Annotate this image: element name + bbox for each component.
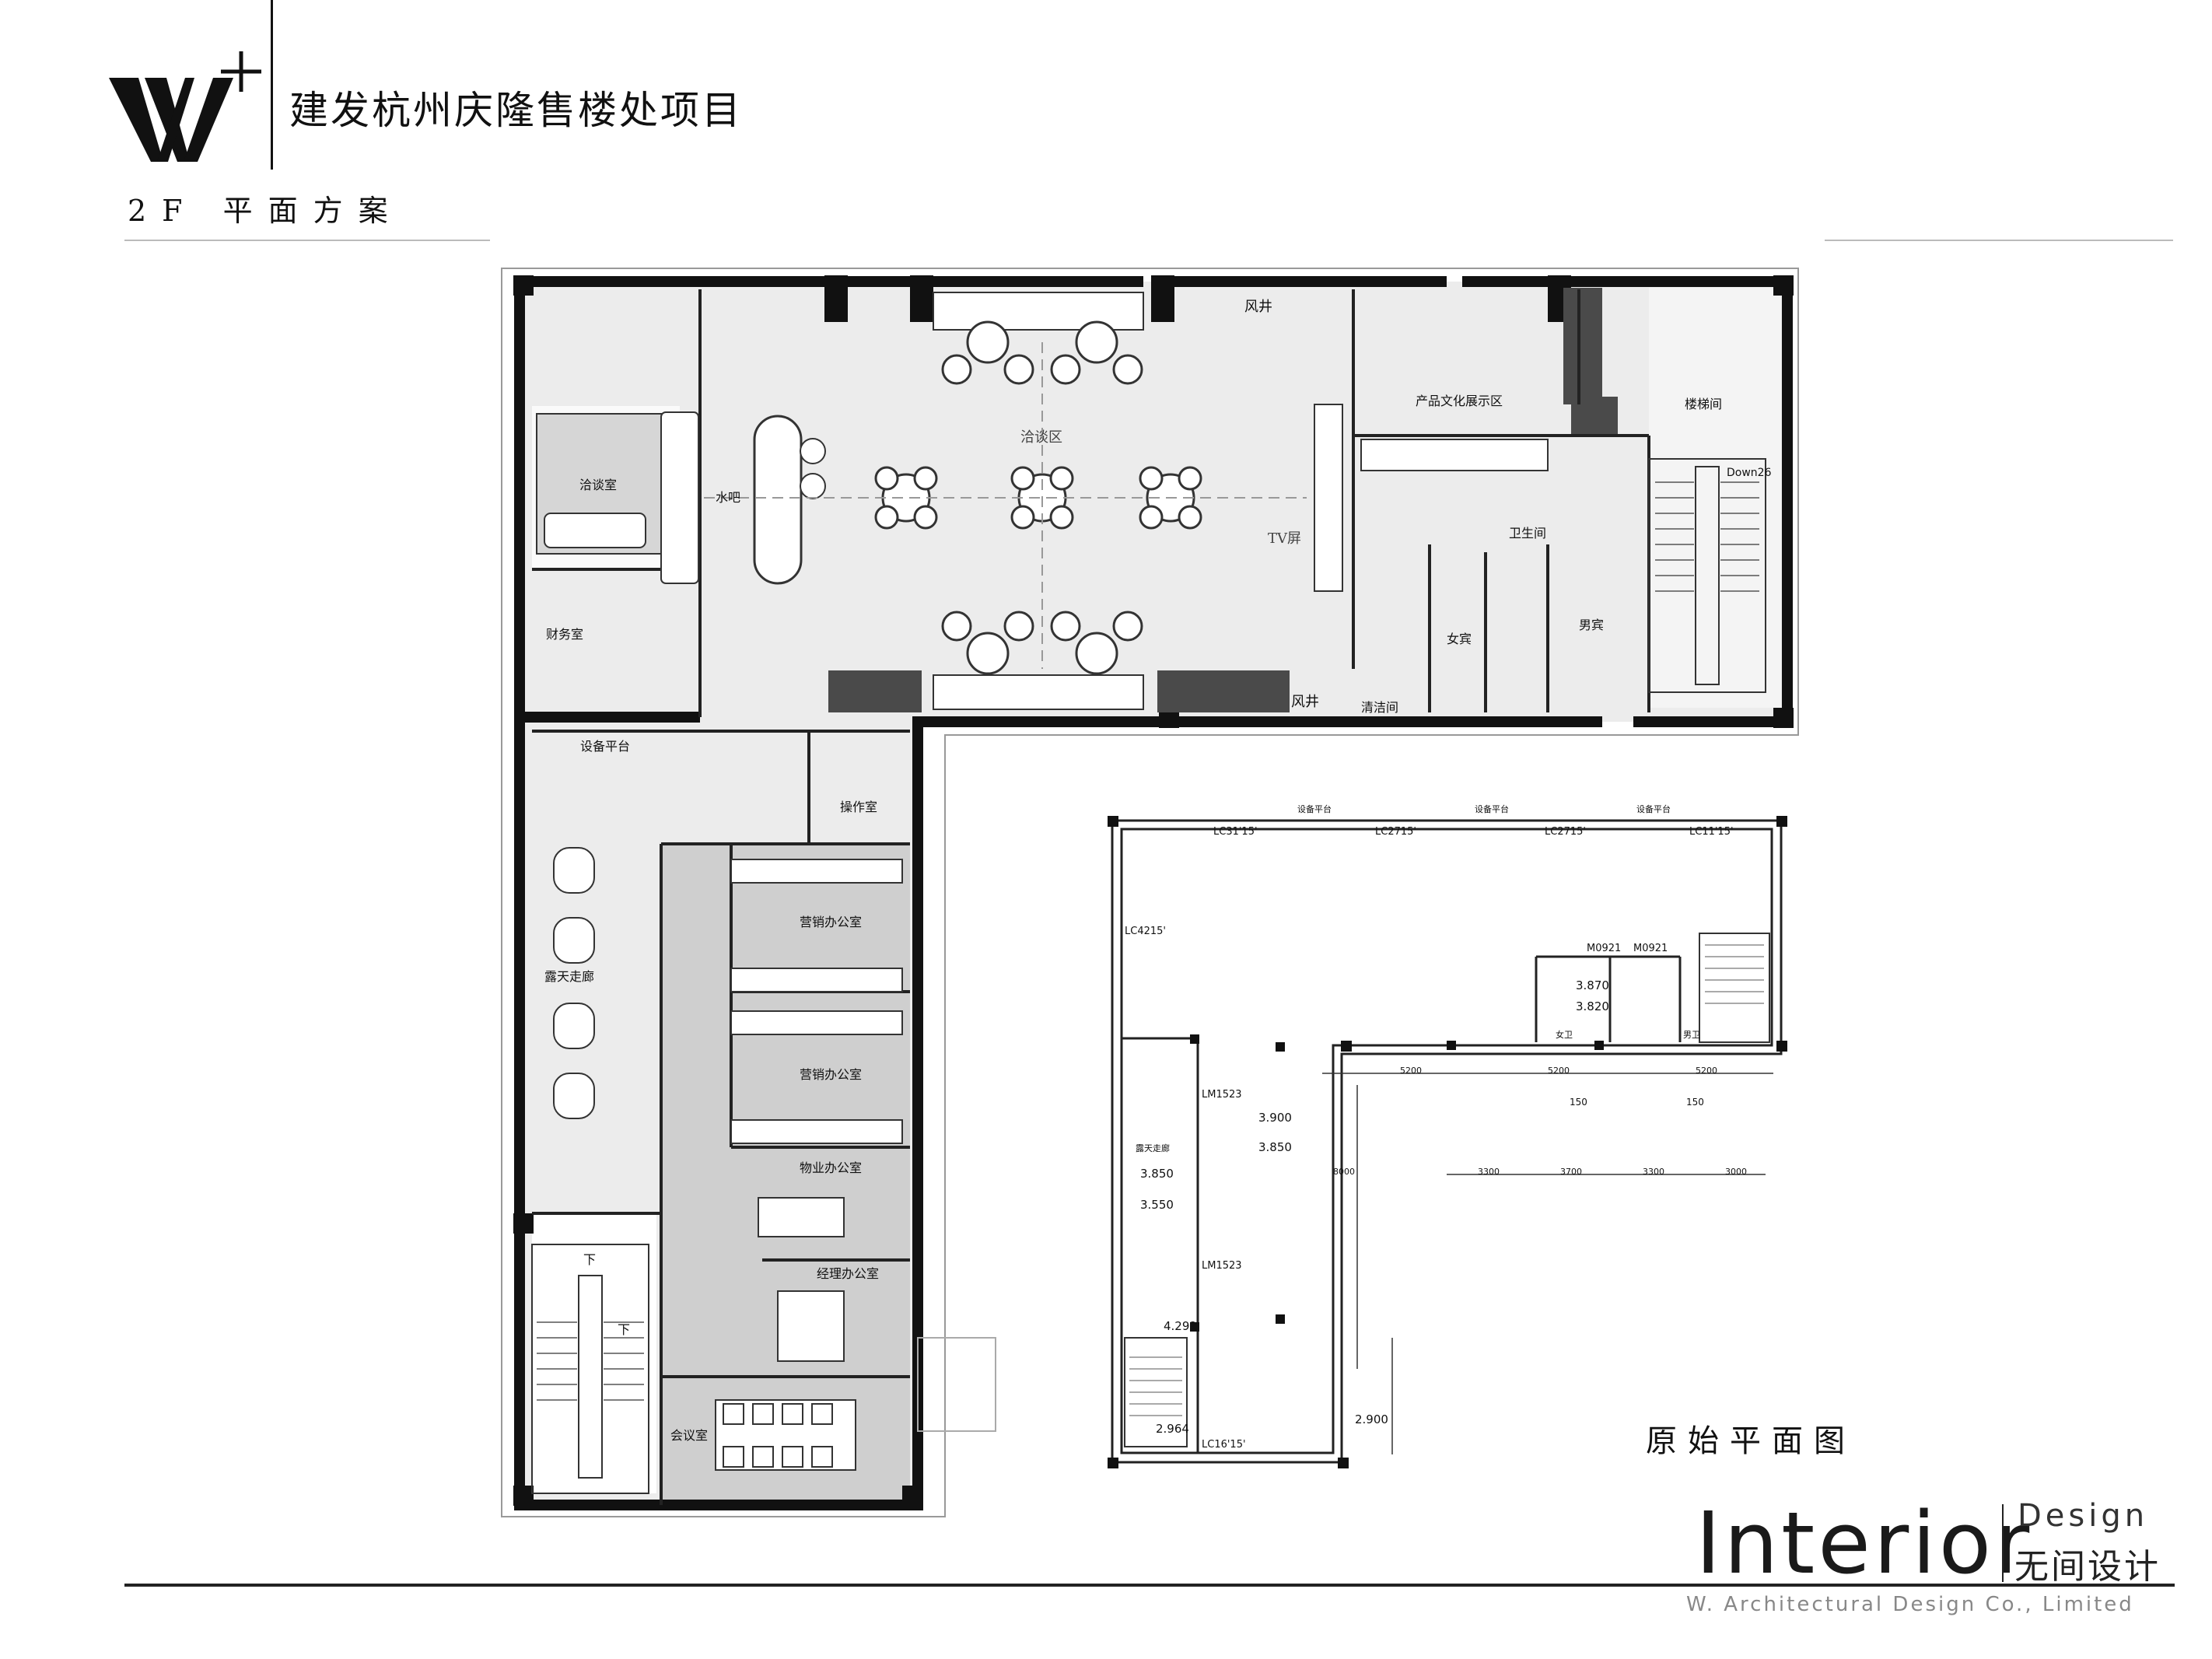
orig-el-3820: 3.820 — [1576, 999, 1609, 1013]
orig-label-lc1615: LC16'15' — [1202, 1439, 1246, 1451]
label-tv-screen: TV屏 — [1268, 530, 1302, 547]
label-equipment-platform: 设备平台 — [580, 739, 631, 754]
label-down-2: 下 — [618, 1322, 631, 1337]
orig-women: 女卫 — [1556, 1030, 1573, 1040]
header-divider — [271, 0, 273, 170]
label-down-1: 下 — [583, 1252, 597, 1267]
orig-label-lc4215: LC4215' — [1125, 926, 1166, 937]
label-manager-office: 经理办公室 — [817, 1266, 880, 1281]
orig-dim-3300b: 3300 — [1643, 1167, 1664, 1177]
orig-open-corridor: 露天走廊 — [1136, 1143, 1170, 1153]
brand-design: Design — [2018, 1498, 2149, 1534]
orig-label-lc1115: LC11'15' — [1689, 826, 1734, 838]
orig-label-lm1523-a: LM1523 — [1202, 1089, 1242, 1101]
company-name: W. Architectural Design Co., Limited — [1686, 1593, 2134, 1616]
sheet-title: 2F 平面方案 — [128, 194, 404, 228]
orig-el-3900: 3.900 — [1258, 1111, 1292, 1125]
orig-el-3850: 3.850 — [1258, 1140, 1292, 1154]
label-stair-down: Down26 — [1727, 467, 1772, 479]
orig-equip-1: 设备平台 — [1297, 804, 1332, 814]
orig-men: 男卫 — [1683, 1030, 1700, 1040]
brand-interior: Interior — [1696, 1493, 2033, 1593]
orig-label-m0921-b: M0921 — [1633, 943, 1668, 954]
footer-rule — [124, 1584, 2175, 1587]
project-title: 建发杭州庆隆售楼处项目 — [289, 88, 743, 133]
orig-dim-150b: 150 — [1686, 1097, 1704, 1108]
orig-dim-3000: 3000 — [1725, 1167, 1747, 1177]
label-shaft-2: 风井 — [1291, 694, 1319, 710]
label-shaft-1: 风井 — [1244, 299, 1272, 315]
orig-label-lc2715-a: LC2715' — [1375, 826, 1416, 838]
label-negotiation-room: 洽谈室 — [579, 478, 618, 492]
label-restroom: 卫生间 — [1509, 526, 1547, 541]
label-meeting-room: 会议室 — [670, 1428, 709, 1443]
label-water-bar: 水吧 — [716, 490, 741, 505]
label-men: 男宾 — [1579, 618, 1605, 632]
label-open-corridor: 露天走廊 — [544, 969, 595, 984]
orig-dim-3300a: 3300 — [1478, 1167, 1500, 1177]
label-cleaning-room: 清洁间 — [1361, 700, 1399, 715]
label-women: 女宾 — [1447, 632, 1472, 646]
label-stairwell: 楼梯间 — [1685, 397, 1723, 411]
orig-dim-3700: 3700 — [1560, 1167, 1582, 1177]
orig-dim-5200c: 5200 — [1696, 1066, 1717, 1076]
orig-dim-8000: 8000 — [1333, 1167, 1355, 1177]
orig-label-lc2715-b: LC2715' — [1545, 826, 1586, 838]
orig-el-4292: 4.292 — [1164, 1319, 1197, 1333]
label-finance-room: 财务室 — [546, 627, 584, 642]
original-plan-caption: 原始平面图 — [1646, 1423, 1856, 1459]
orig-el-2900: 2.900 — [1355, 1412, 1388, 1426]
orig-equip-3: 设备平台 — [1636, 804, 1671, 814]
orig-el-3870: 3.870 — [1576, 978, 1609, 992]
header-rule-right — [1825, 240, 2173, 241]
orig-dim-5200a: 5200 — [1400, 1066, 1422, 1076]
label-sales-office-2: 营销办公室 — [800, 1067, 863, 1082]
header-rule-left — [124, 240, 490, 241]
orig-el-2964: 2.964 — [1156, 1422, 1189, 1436]
orig-dim-5200b: 5200 — [1548, 1066, 1570, 1076]
orig-equip-2: 设备平台 — [1475, 804, 1509, 814]
label-negotiation-area: 洽谈区 — [1020, 429, 1062, 446]
brand-divider — [2002, 1504, 2004, 1582]
brand-chinese: 无间设计 — [2014, 1547, 2161, 1587]
company-logo — [109, 51, 261, 162]
orig-dim-150a: 150 — [1570, 1097, 1587, 1108]
orig-label-lm1523-b: LM1523 — [1202, 1260, 1242, 1272]
orig-el-3850b: 3.850 — [1140, 1167, 1174, 1181]
label-culture-display: 产品文化展示区 — [1416, 394, 1503, 408]
orig-label-m0921-a: M0921 — [1587, 943, 1622, 954]
orig-label-lc3115: LC31'15' — [1213, 826, 1258, 838]
label-operation-room: 操作室 — [840, 800, 878, 814]
label-property-office: 物业办公室 — [800, 1160, 863, 1175]
orig-el-3550: 3.550 — [1140, 1198, 1174, 1212]
label-sales-office-1: 营销办公室 — [800, 915, 863, 929]
